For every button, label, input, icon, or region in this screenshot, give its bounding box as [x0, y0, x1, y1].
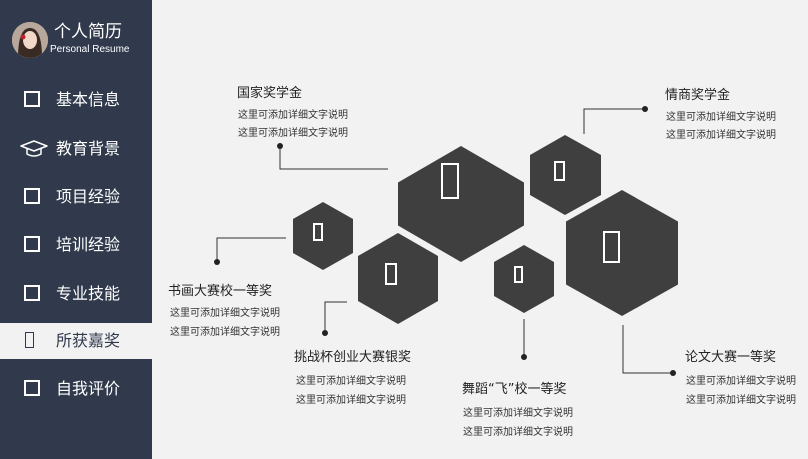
hexagon-large-center: [398, 146, 524, 262]
hexagon-large-right: [566, 190, 678, 316]
square-icon: [24, 236, 40, 252]
award-description: 这里可添加详细文字说明: [463, 408, 573, 419]
placeholder-glyph-icon: [313, 223, 323, 241]
sidebar-item-self-evaluation[interactable]: 自我评价: [0, 371, 152, 407]
sidebar: 个人简历 Personal Resume 基本信息 教育背景 项目经验 培训经验…: [0, 0, 152, 459]
placeholder-glyph-icon: [603, 231, 620, 263]
award-description: 这里可添加详细文字说明: [666, 130, 776, 141]
award-description: 这里可添加详细文字说明: [296, 395, 406, 406]
award-title: 舞蹈“飞”校一等奖: [462, 382, 567, 397]
connector-line: [216, 237, 286, 262]
sidebar-item-label: 项目经验: [56, 187, 121, 206]
sidebar-item-education[interactable]: 教育背景: [0, 131, 152, 167]
hexagon-bottom-mid: [494, 245, 554, 313]
award-description: 这里可添加详细文字说明: [666, 112, 776, 123]
sidebar-item-label: 基本信息: [56, 90, 121, 109]
connector-line: [324, 301, 347, 333]
award-description: 这里可添加详细文字说明: [686, 395, 796, 406]
award-description: 这里可添加详细文字说明: [238, 110, 348, 121]
placeholder-glyph-icon: [441, 163, 459, 199]
award-title: 挑战杯创业大赛银奖: [294, 350, 412, 365]
placeholder-glyph-icon: [385, 263, 397, 285]
connector-dot: [322, 330, 328, 336]
award-title: 论文大赛一等奖: [685, 350, 777, 365]
graduation-cap-icon: [20, 140, 48, 157]
connector-line: [583, 108, 645, 134]
connector-dot: [277, 143, 283, 149]
award-description: 这里可添加详细文字说明: [296, 376, 406, 387]
connector-dot: [642, 106, 648, 112]
award-title: 国家奖学金: [237, 86, 303, 101]
sidebar-item-basic-info[interactable]: 基本信息: [0, 82, 152, 118]
square-icon: [24, 285, 40, 301]
connector-dot: [670, 370, 676, 376]
resume-subtitle: Personal Resume: [50, 44, 130, 55]
sidebar-item-label: 教育背景: [56, 139, 121, 158]
sidebar-item-label: 所获嘉奖: [56, 331, 121, 350]
placeholder-glyph-icon: [514, 266, 523, 283]
award-description: 这里可添加详细文字说明: [463, 427, 573, 438]
square-icon: [24, 380, 40, 396]
connector-line: [279, 146, 388, 170]
sidebar-item-label: 培训经验: [56, 235, 121, 254]
sidebar-item-training[interactable]: 培训经验: [0, 227, 152, 263]
sidebar-item-awards[interactable]: 所获嘉奖: [0, 323, 152, 359]
placeholder-glyph-icon: [554, 161, 565, 181]
award-description: 这里可添加详细文字说明: [170, 308, 280, 319]
placeholder-glyph-icon: [25, 332, 34, 348]
hexagon-top-right: [530, 135, 601, 215]
sidebar-item-label: 专业技能: [56, 284, 121, 303]
square-icon: [24, 188, 40, 204]
sidebar-item-label: 自我评价: [56, 379, 121, 398]
hexagon-left-mid: [358, 233, 438, 324]
award-description: 这里可添加详细文字说明: [238, 128, 348, 139]
award-description: 这里可添加详细文字说明: [686, 376, 796, 387]
award-title: 书画大赛校一等奖: [168, 284, 273, 299]
resume-title: 个人简历: [54, 22, 122, 42]
sidebar-item-skills[interactable]: 专业技能: [0, 276, 152, 312]
connector-line: [622, 325, 671, 374]
avatar: [12, 22, 48, 58]
square-icon: [24, 91, 40, 107]
connector-dot: [521, 354, 527, 360]
connector-dot: [214, 259, 220, 265]
award-description: 这里可添加详细文字说明: [170, 327, 280, 338]
sidebar-item-projects[interactable]: 项目经验: [0, 179, 152, 215]
award-title: 情商奖学金: [665, 88, 731, 103]
